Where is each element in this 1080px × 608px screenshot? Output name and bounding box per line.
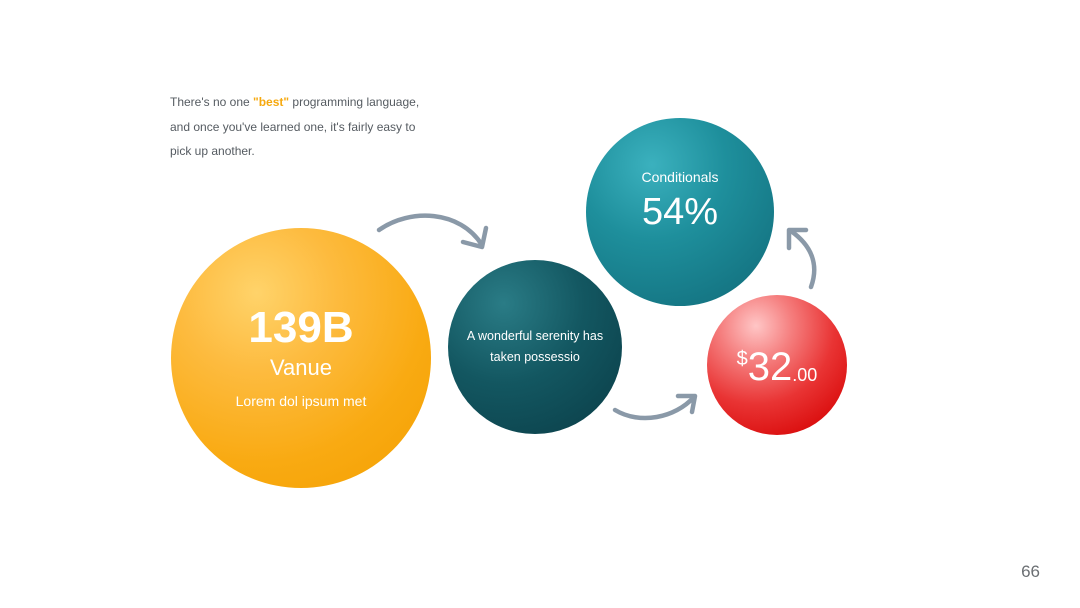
- price-value: $ 32 .00: [737, 347, 818, 387]
- page-number: 66: [1021, 562, 1040, 581]
- darkteal-text: A wonderful serenity has taken possessio: [466, 329, 604, 364]
- yellow-title: Vanue: [270, 355, 332, 380]
- intro-paragraph: There's no one "best" programming langua…: [170, 90, 440, 164]
- yellow-subtitle: Lorem dol ipsum met: [235, 393, 367, 409]
- arrow-yellow-to-darkteal: [376, 213, 489, 250]
- red-price-circle: $ 32 .00: [707, 295, 847, 435]
- teal-value: 54%: [641, 191, 719, 233]
- darkteal-circle: A wonderful serenity has taken possessio: [448, 260, 622, 434]
- intro-highlight: "best": [253, 95, 290, 109]
- yellow-value: 139B: [248, 303, 354, 352]
- price-currency: $: [736, 348, 748, 370]
- teal-stat-circle: Conditionals 54%: [586, 118, 774, 306]
- arrow-red-to-teal: [786, 227, 817, 290]
- intro-text-after: programming language, and once you've le…: [170, 95, 420, 158]
- yellow-stat-circle: 139B Vanue Lorem dol ipsum met: [171, 228, 431, 488]
- intro-text-before: There's no one: [170, 95, 254, 109]
- arrow-darkteal-to-red: [612, 393, 698, 421]
- price-amount: 32: [747, 345, 793, 389]
- price-cents: .00: [792, 365, 818, 385]
- teal-label: Conditionals: [641, 169, 719, 185]
